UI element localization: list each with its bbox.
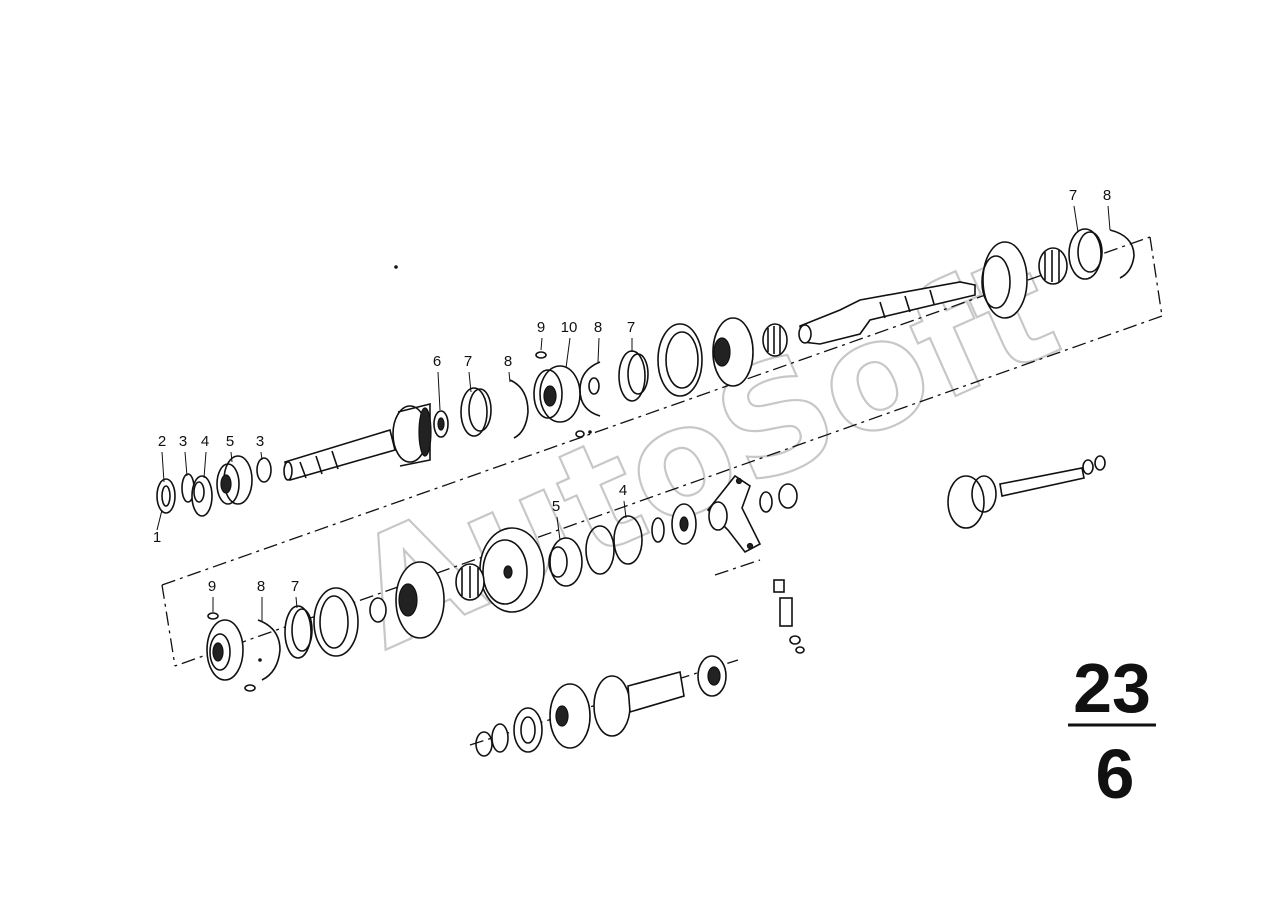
spring-ring-part — [257, 619, 281, 681]
needle-cage-part — [762, 323, 788, 357]
gear-sleeve-part — [313, 587, 359, 657]
key-part — [535, 351, 547, 359]
washer-part — [759, 491, 773, 513]
callout-label-c5a: 5 — [226, 433, 234, 450]
callout-label-c8c: 8 — [1103, 187, 1111, 204]
synchronizer-ring-part — [618, 350, 649, 402]
synchronizer-ring-part — [460, 387, 492, 437]
callout-label-c3a: 3 — [179, 433, 187, 450]
synchronizer-ring-part — [284, 605, 313, 659]
upper-shaft-assembly — [156, 228, 1135, 517]
spring-ring-part — [579, 361, 601, 417]
needle-bearing-part — [433, 410, 449, 438]
callout-label-c9b: 9 — [208, 578, 216, 595]
synchronizer-ring-part — [1068, 228, 1103, 280]
callout-label-c7b: 7 — [627, 319, 635, 336]
washer-part — [651, 517, 665, 543]
group-number-top: 23 — [1073, 649, 1151, 727]
washer-part — [491, 723, 509, 753]
lower-left-assembly — [206, 587, 387, 692]
callout-label-c7d: 7 — [291, 578, 299, 595]
bearing-part — [513, 707, 543, 753]
bearing-part — [548, 537, 583, 587]
callout-label-c7a: 7 — [464, 353, 472, 370]
callout-label-c6: 6 — [433, 353, 441, 370]
callout-label-c10: 10 — [561, 319, 578, 336]
callout-label-c8d: 8 — [257, 578, 265, 595]
callout-label-c3b: 3 — [256, 433, 264, 450]
bearing-part — [671, 503, 697, 545]
gear-sleeve-part — [657, 323, 703, 397]
washer-part — [369, 597, 387, 623]
callout-label-c4b: 4 — [619, 482, 627, 499]
gear-part — [712, 317, 754, 387]
main-shaft-part — [798, 281, 976, 345]
needle-cage-part — [1038, 247, 1068, 285]
shift-pin-part — [773, 579, 805, 654]
output-flange-part — [706, 474, 762, 554]
synchronizer-hub-part — [533, 365, 581, 423]
group-number-bottom: 6 — [1096, 735, 1135, 813]
key-part — [244, 684, 256, 692]
circlip-part — [475, 731, 493, 757]
ball-bearing-part — [216, 455, 253, 505]
bottom-shaft-assembly — [475, 655, 727, 757]
snap-ring-part — [585, 525, 615, 575]
synchronizer-hub-part — [206, 619, 244, 681]
callout-label-c5b: 5 — [552, 498, 560, 515]
callout-label-c7c: 7 — [1069, 187, 1077, 204]
callout-label-c8b: 8 — [594, 319, 602, 336]
washer-part — [256, 457, 272, 483]
cluster-gear-part — [549, 670, 685, 749]
circlip-part — [156, 478, 176, 514]
callout-label-c9a: 9 — [537, 319, 545, 336]
snap-ring-part — [613, 515, 643, 565]
print-specks — [258, 265, 592, 662]
callout-label-c1: 1 — [153, 529, 161, 546]
group-number-badge: 23 6 — [1068, 649, 1156, 813]
input-shaft-part — [283, 402, 432, 481]
bearing-part — [697, 655, 727, 697]
gear-part — [981, 241, 1028, 319]
key-part — [207, 612, 219, 620]
middle-shaft-assembly — [395, 455, 1106, 654]
spring-ring-part — [1109, 229, 1135, 279]
gear-part — [395, 561, 445, 639]
circlip-part — [778, 483, 798, 509]
needle-cage-part — [455, 563, 485, 601]
spring-ring-part — [509, 379, 529, 439]
callout-label-c2: 2 — [158, 433, 166, 450]
large-gear-part — [479, 527, 545, 613]
washer-part — [588, 377, 600, 395]
callout-label-c8a: 8 — [504, 353, 512, 370]
spacer-ring-part — [191, 475, 213, 517]
key-part — [575, 430, 585, 438]
callout-label-c4a: 4 — [201, 433, 209, 450]
idler-shaft-part — [947, 455, 1106, 529]
callout-leader-lines — [156, 205, 1111, 622]
